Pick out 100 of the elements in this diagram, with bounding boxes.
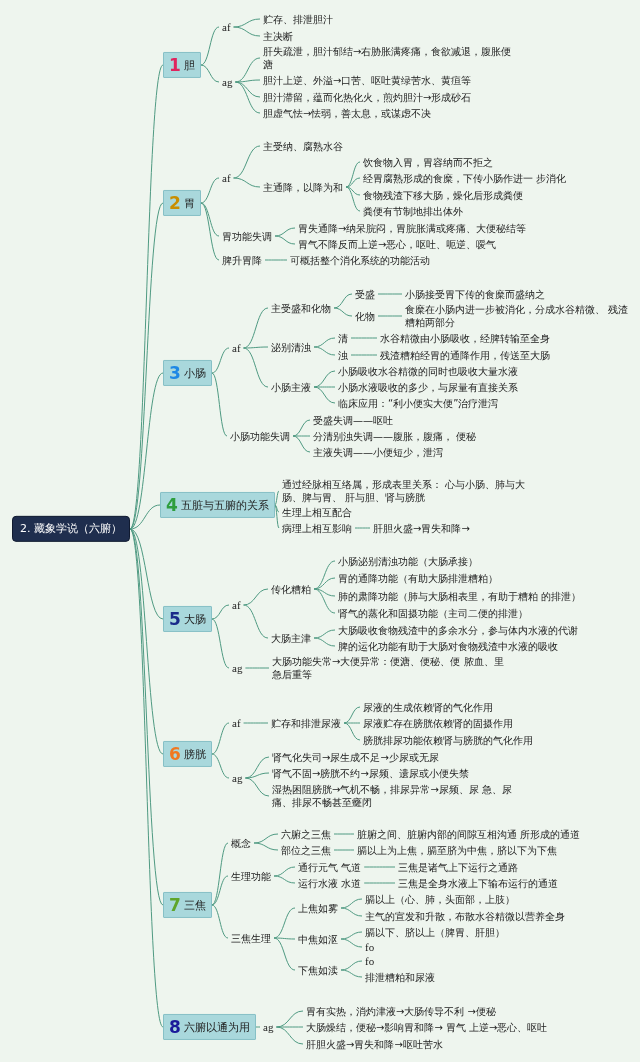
topic-number: 4 <box>166 494 178 515</box>
branch-label: 大肠主津 <box>268 630 314 646</box>
connector <box>129 528 164 620</box>
branch-label: 脾的运化功能有助于大肠对食物残渣中水液的吸收 <box>335 638 561 654</box>
connector <box>292 419 311 437</box>
topic-title: 小肠 <box>183 366 206 380</box>
branch-label: af <box>229 339 244 357</box>
branch-label: 残渣糟粕经胃的通降作用，传送至大肠 <box>377 347 553 363</box>
connector <box>200 177 220 204</box>
branch-label: 中焦如沤 <box>295 931 341 947</box>
connector <box>129 372 164 530</box>
branch-label: 主通降，以降为和 <box>260 179 346 195</box>
topic-title: 大肠 <box>183 612 206 626</box>
connector <box>343 722 361 741</box>
connector <box>350 354 378 356</box>
branch-label: 脏腑之间、脏腑内部的间隙互相沟通 所形成的通道 <box>354 826 584 842</box>
connector <box>274 504 280 529</box>
connector <box>243 307 269 349</box>
connector <box>340 931 363 940</box>
connector <box>274 227 296 237</box>
branch-label: 经胃腐熟形成的食糜，下传小肠作进一 步消化 <box>360 170 570 186</box>
topic-number: 7 <box>169 894 181 915</box>
connector <box>313 337 336 348</box>
connector <box>343 722 361 724</box>
branch-label: 膈以上为上焦，膈至脐为中焦，脐以下为下焦 <box>354 842 560 858</box>
branch-label: 生理功能 <box>228 868 274 884</box>
connector <box>343 706 361 724</box>
connector <box>333 307 353 317</box>
branch-label: 食物残渣下移大肠，燥化后形成粪便 <box>360 187 526 203</box>
connector <box>313 588 336 614</box>
branch-label: 贮存、排泄胆汁 <box>260 11 336 27</box>
branch-label: 通过经脉相互络属，形成表里关系： 心与小肠、肺与大肠、脾与胃、 肝与胆、肾与膀胱 <box>279 477 535 505</box>
branch-label: 通行元气 气道 <box>295 859 365 875</box>
connector <box>340 907 363 917</box>
connector <box>211 904 229 939</box>
branch-label: 部位之三焦 <box>278 842 334 858</box>
connector <box>129 528 164 755</box>
connector <box>340 898 363 909</box>
connector <box>129 64 164 530</box>
connector <box>243 346 269 349</box>
branch-label: 胆虚气怯→怯弱，善太息，或谋虑不决 <box>260 105 435 121</box>
branch-label: 主决断 <box>260 28 296 44</box>
branch-label: 传化糟粕 <box>268 581 314 597</box>
connector <box>273 937 296 940</box>
connector <box>234 79 261 83</box>
connector <box>129 504 161 530</box>
connector <box>313 577 336 590</box>
topic-box <box>163 189 201 217</box>
branch-label: 胃功能失调 <box>219 228 275 244</box>
branch-label: 胆汁上逆、外溢→口苦、呕吐黄绿苦水、黄疸等 <box>260 72 475 88</box>
branch-label: ag <box>260 1018 277 1036</box>
topic-number: 8 <box>169 1016 181 1037</box>
branch-label: 大肠功能失常→大便异常：便溏、便秘、便 脓血、里急后重等 <box>269 654 507 682</box>
branch-label: 肝失疏泄，胆汁郁结→右胁胀满疼痛，食欲减退，腹胀便溏 <box>260 44 524 72</box>
branch-label: 运行水液 水道 <box>295 875 365 891</box>
topic-box <box>163 740 212 768</box>
connector <box>211 842 229 906</box>
topic-box <box>163 1013 256 1041</box>
branch-label: 化物 <box>352 308 378 324</box>
connector <box>292 435 311 453</box>
branch-label: 临床应用：“利小便实大便”治疗泄泻 <box>335 395 502 411</box>
branch-label: 主气的宣发和升散，布散水谷精微以营养全身 <box>362 908 568 924</box>
topic-box <box>160 491 275 519</box>
connector <box>233 26 261 37</box>
topic-number: 2 <box>169 192 181 213</box>
connector <box>350 337 378 339</box>
topic-number: 3 <box>169 362 181 383</box>
connector <box>333 849 355 851</box>
connector <box>243 588 269 606</box>
connector <box>345 161 361 188</box>
branch-label: 分清别浊失调——腹胀，腹痛， 便秘 <box>310 428 480 444</box>
connector <box>200 64 220 83</box>
branch-label: 尿液的生成依赖肾的气化作用 <box>360 699 496 715</box>
topic-title: 胆 <box>183 58 195 72</box>
connector <box>253 842 279 851</box>
branch-label: 粪便有节制地排出体外 <box>360 203 466 219</box>
branch-label: 脾升胃降 <box>219 252 265 268</box>
connector <box>211 618 230 669</box>
connector <box>377 315 403 317</box>
connector <box>363 866 396 868</box>
branch-label: 概念 <box>228 835 254 851</box>
topic-number: 6 <box>169 743 181 764</box>
branch-label: ag <box>229 769 246 787</box>
connector <box>354 527 371 529</box>
branch-label: 小肠功能失调 <box>227 428 293 444</box>
connector <box>363 882 396 884</box>
connector <box>211 753 230 779</box>
connector <box>233 177 261 188</box>
branch-label: 下焦如渎 <box>295 962 341 978</box>
connector <box>313 386 336 388</box>
branch-label: 小肠泌别清浊功能（大肠承接） <box>335 553 481 569</box>
connector <box>233 145 261 179</box>
branch-label: 小肠水液吸收的多少，与尿量有直接关系 <box>335 379 521 395</box>
connector <box>340 969 363 978</box>
branch-label: 胆汁滞留，蕴而化热化火，煎灼胆汁→形成砂石 <box>260 89 475 105</box>
branch-label: 主受纳、腐熟水谷 <box>260 138 346 154</box>
connector <box>244 772 270 779</box>
connector <box>313 346 336 356</box>
branch-label: 主液失调——小便短少，泄泻 <box>310 444 446 460</box>
connector <box>244 667 270 669</box>
